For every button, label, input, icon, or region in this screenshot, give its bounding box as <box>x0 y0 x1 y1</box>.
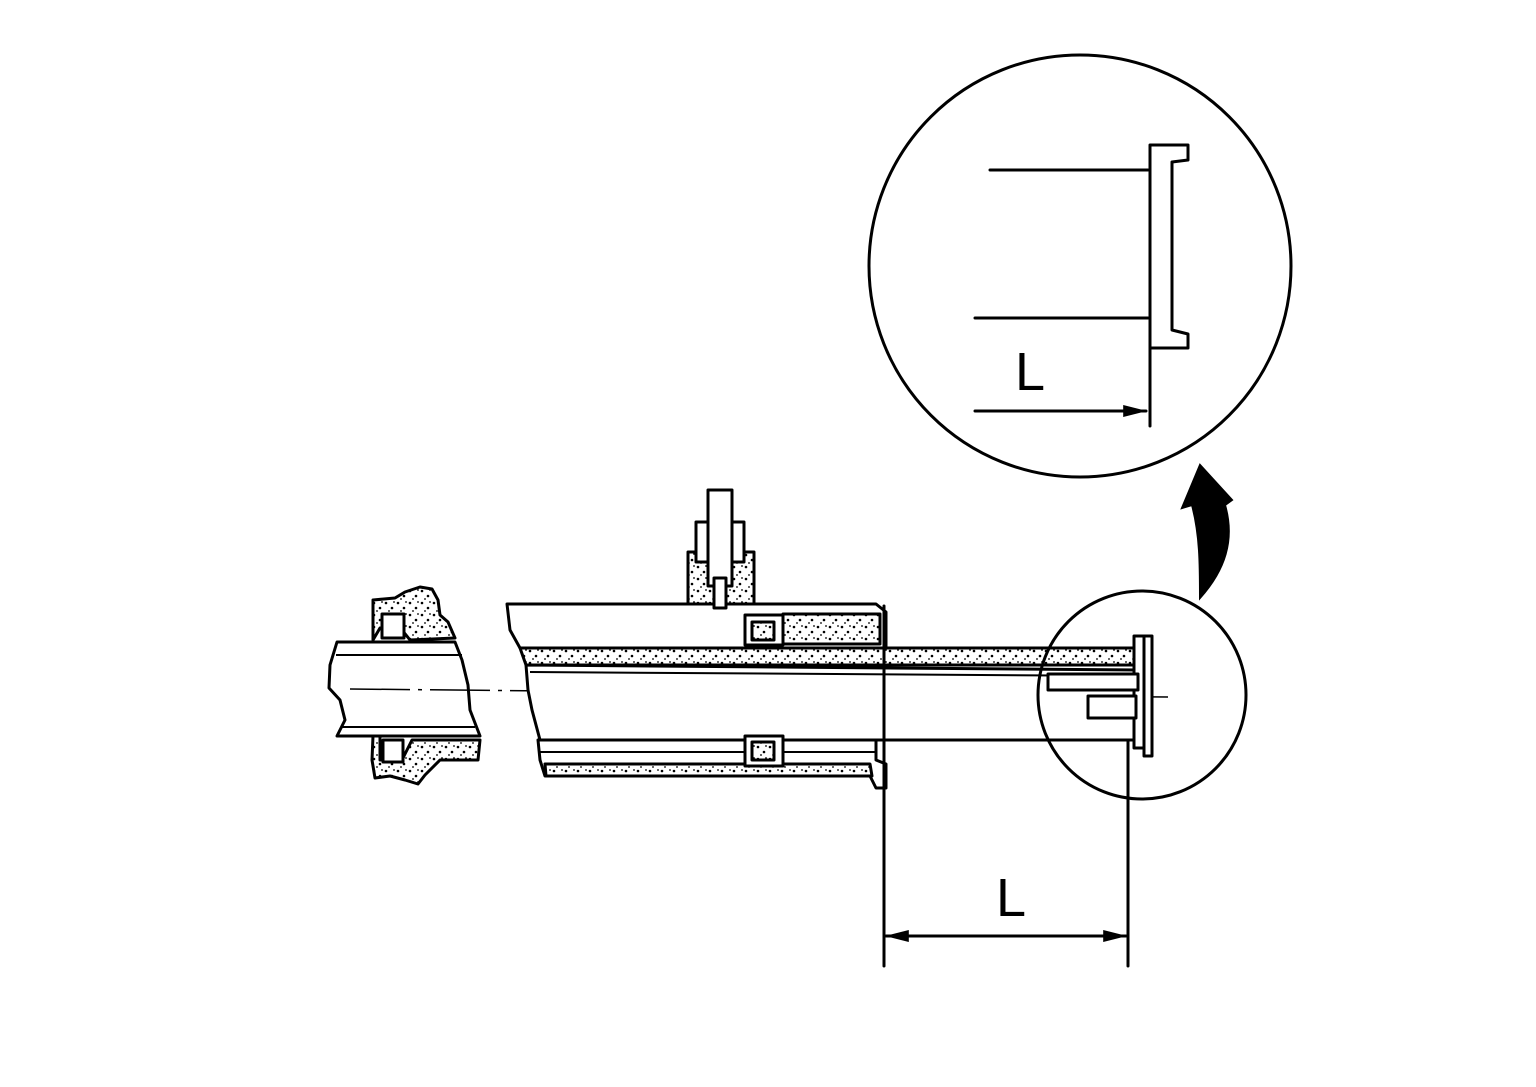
detail-dimension-label: L <box>1015 342 1045 402</box>
valve-stem-core <box>712 576 728 610</box>
bottom-seal-ring <box>750 740 776 762</box>
valve-fitting <box>686 488 756 610</box>
shock-absorber-body <box>505 602 1140 968</box>
inner-tube-extension <box>1046 634 1154 968</box>
detail-end-cap <box>1148 143 1190 350</box>
lower-mount-insert <box>381 738 405 764</box>
end-cap-lip <box>1142 634 1154 758</box>
piston-rod-end-fragment <box>327 585 482 786</box>
bottom-lining <box>543 762 874 778</box>
top-seal-ring <box>750 620 776 642</box>
top-bushing-fill <box>781 612 882 646</box>
upper-mount-insert <box>380 612 406 640</box>
main-dimension: L <box>884 868 1128 942</box>
bore-edge-line <box>529 671 1139 677</box>
enlargement-arrow-icon <box>1180 463 1234 601</box>
main-dimension-label: L <box>996 868 1026 928</box>
enlarged-detail-circle <box>867 53 1293 479</box>
inner-plug <box>1046 672 1140 692</box>
valve-stem <box>706 488 734 588</box>
enlarged-detail-view: L <box>867 53 1293 479</box>
detail-marker-circle <box>1036 589 1248 801</box>
inner-plug-lower <box>1086 694 1138 720</box>
